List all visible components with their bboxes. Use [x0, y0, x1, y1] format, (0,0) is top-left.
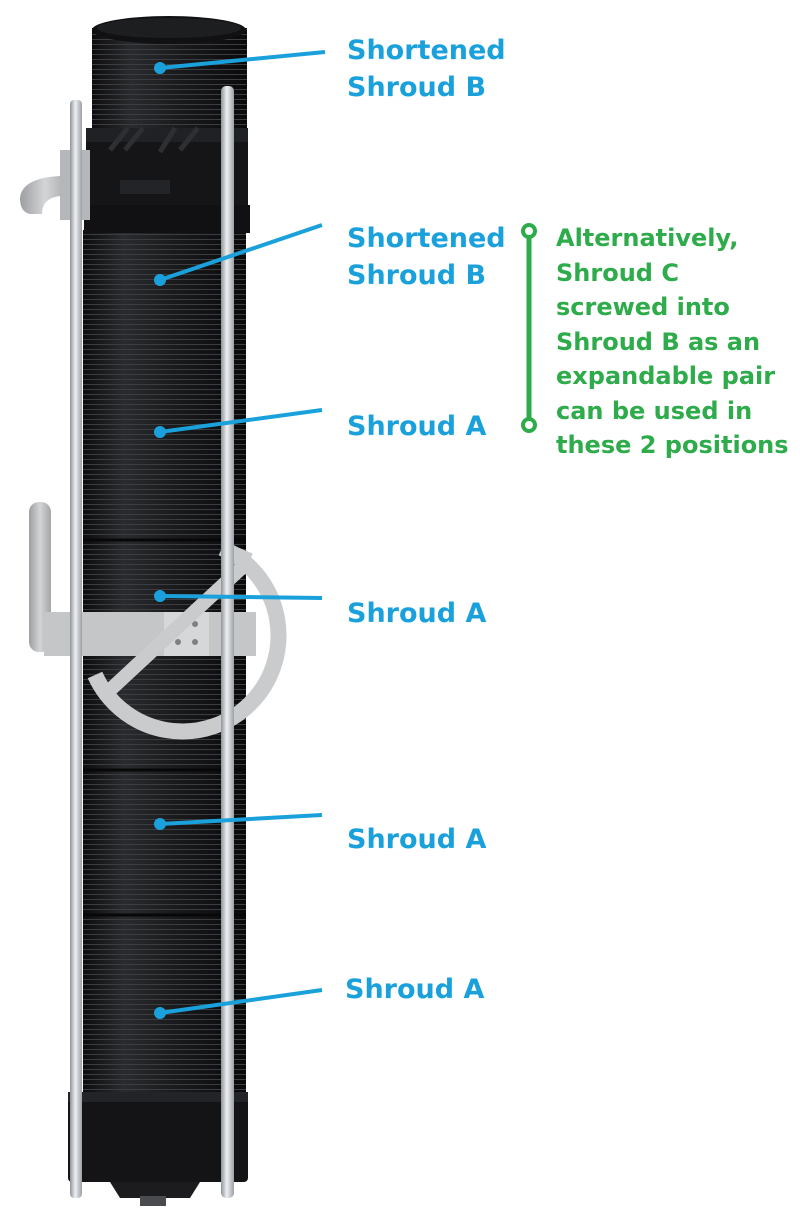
- note-line: screwed into: [556, 293, 730, 321]
- label-top-shortened-shroud-b: Shortened Shroud B: [347, 32, 506, 106]
- shroud-tube: [83, 230, 246, 1100]
- label-shroud-a-1: Shroud A: [347, 411, 487, 442]
- label-shroud-a-4: Shroud A: [345, 974, 485, 1005]
- label-line: Shortened: [347, 35, 506, 66]
- label-line: Shortened: [347, 223, 506, 254]
- left-rod: [70, 100, 82, 1198]
- label-second-shortened-shroud-b: Shortened Shroud B: [347, 220, 506, 294]
- note-line: Shroud B as an: [556, 327, 761, 356]
- note-line: Alternatively,: [556, 224, 739, 252]
- label-line: Shroud B: [347, 260, 487, 291]
- pointer-lines: [154, 50, 326, 1019]
- note-line: these 2 positions: [556, 431, 789, 459]
- label-line: Shroud B: [347, 72, 487, 103]
- note-line: expandable pair: [556, 362, 776, 390]
- note-bracket: [521, 223, 537, 433]
- label-shroud-a-2: Shroud A: [347, 598, 487, 629]
- top-shroud-b: [92, 16, 247, 133]
- upper-collar: [84, 126, 250, 233]
- right-rod: [221, 86, 234, 1198]
- label-shroud-a-3: Shroud A: [347, 824, 487, 855]
- note-line: can be used in: [556, 396, 753, 425]
- note-line: Shroud C: [556, 258, 679, 287]
- bottom-base: [68, 1092, 248, 1206]
- alternative-note: Alternatively, Shroud C screwed into Shr…: [556, 221, 789, 463]
